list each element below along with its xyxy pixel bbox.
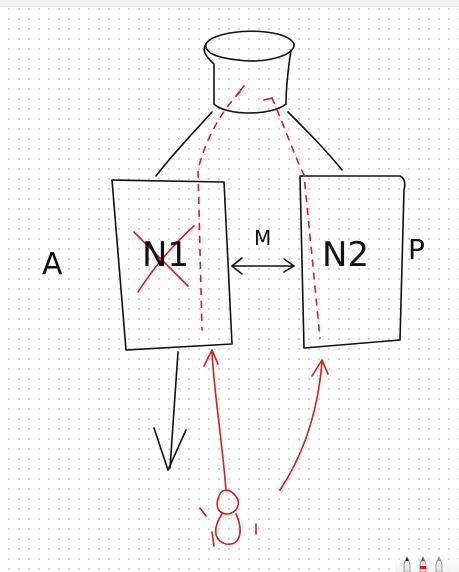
label-box2: N2	[322, 235, 370, 275]
database-cylinder-sketch	[203, 30, 295, 114]
red-arrow-to-n1	[203, 349, 227, 491]
pen-red-icon[interactable]	[417, 556, 429, 572]
box-n2-sketch	[299, 175, 406, 349]
red-arrow-to-n2	[279, 359, 329, 491]
pen-gray-icon[interactable]	[433, 556, 445, 572]
label-middle: M	[254, 226, 272, 250]
down-arrow-sketch	[153, 351, 187, 471]
bidirectional-arrow-sketch	[231, 257, 295, 275]
red-dashed-path-n2	[271, 97, 321, 339]
user-figure-sketch	[199, 489, 257, 547]
link-db-to-n2	[287, 111, 343, 171]
link-db-to-n1	[155, 111, 213, 177]
cross-out-mark	[133, 225, 195, 293]
pen-tool-tray	[395, 554, 459, 572]
red-mark-in-db-2	[263, 97, 273, 101]
red-dashed-path-n1	[197, 91, 241, 331]
top-toolbar-edge	[0, 0, 459, 7]
box-n1-sketch	[111, 179, 233, 351]
label-box1: N1	[142, 235, 190, 275]
pen-black-icon[interactable]	[401, 556, 413, 572]
label-right: P	[408, 233, 425, 266]
red-mark-in-db-1	[235, 85, 245, 97]
label-left: A	[42, 247, 63, 282]
